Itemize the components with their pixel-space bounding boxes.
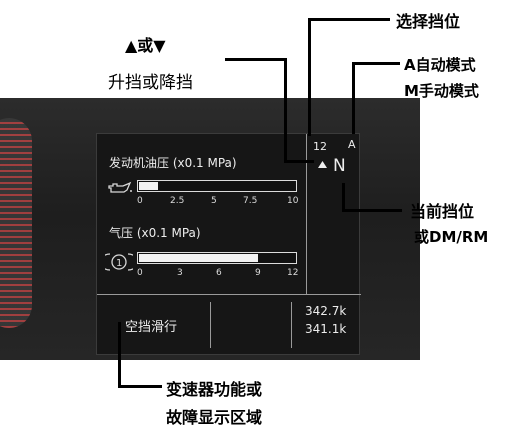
select-gear-label: 选择挡位 xyxy=(396,12,461,31)
svg-text:1: 1 xyxy=(116,258,122,269)
oil-tick: 2.5 xyxy=(170,196,185,206)
gear-numbers: 12 xyxy=(313,140,327,153)
air-pressure-title: 气压 (x0.1 MPa) xyxy=(109,226,201,240)
brake-air-icon: 1 xyxy=(99,252,139,276)
function-label-line1: 变速器功能或 xyxy=(166,380,263,399)
oil-tick: 5 xyxy=(211,196,217,206)
callout-line-shift xyxy=(284,160,314,163)
oil-can-icon xyxy=(107,180,133,199)
air-pressure-fill xyxy=(139,254,258,262)
mode-a-label: A自动模式 xyxy=(404,56,476,74)
lcd-screen: 发动机油压 (x0.1 MPa) 0 2.5 5 7.5 10 气压 (x0.1… xyxy=(96,133,361,355)
gear-mode: A xyxy=(348,138,356,151)
current-gear: N xyxy=(333,156,346,176)
callout-line-function xyxy=(118,385,162,388)
callout-line-mode xyxy=(352,62,355,134)
air-tick: 12 xyxy=(287,268,299,278)
gear-panel-divider xyxy=(306,134,307,294)
oil-pressure-fill xyxy=(139,182,158,190)
odometer-trip: 341.1k xyxy=(305,322,347,336)
callout-line-current-gear xyxy=(342,183,345,211)
air-pressure-bar xyxy=(137,252,297,264)
gauge-edge xyxy=(0,118,32,328)
odometer-total: 342.7k xyxy=(305,304,347,318)
function-area-text: 空挡滑行 xyxy=(125,320,178,335)
callout-line-select-gear xyxy=(308,18,311,136)
oil-tick: 7.5 xyxy=(243,196,258,206)
oil-tick: 10 xyxy=(287,196,299,206)
callout-line-function xyxy=(118,322,121,386)
callout-line-mode xyxy=(352,62,400,65)
shift-arrows-label: ▲或▼ xyxy=(125,36,166,55)
oil-tick: 0 xyxy=(137,196,143,206)
air-tick: 0 xyxy=(137,268,143,278)
bottom-divider-right xyxy=(291,302,292,348)
current-gear-sub-label: 或DM/RM xyxy=(414,228,489,246)
bottom-divider xyxy=(97,294,361,295)
current-gear-label: 当前挡位 xyxy=(410,202,475,221)
bottom-divider-left xyxy=(210,302,211,348)
callout-line-current-gear xyxy=(342,209,402,212)
shift-label: 升挡或降挡 xyxy=(108,73,193,93)
function-label-line2: 故障显示区域 xyxy=(166,408,263,427)
air-tick: 6 xyxy=(216,268,222,278)
callout-line-shift xyxy=(225,58,285,61)
oil-pressure-bar xyxy=(137,180,297,192)
mode-m-label: M手动模式 xyxy=(404,82,479,100)
air-tick: 3 xyxy=(177,268,183,278)
callout-line-shift xyxy=(284,58,287,162)
oil-pressure-title: 发动机油压 (x0.1 MPa) xyxy=(109,156,237,170)
air-tick: 9 xyxy=(255,268,261,278)
callout-line-select-gear xyxy=(308,18,390,21)
up-arrow-icon xyxy=(318,153,327,172)
